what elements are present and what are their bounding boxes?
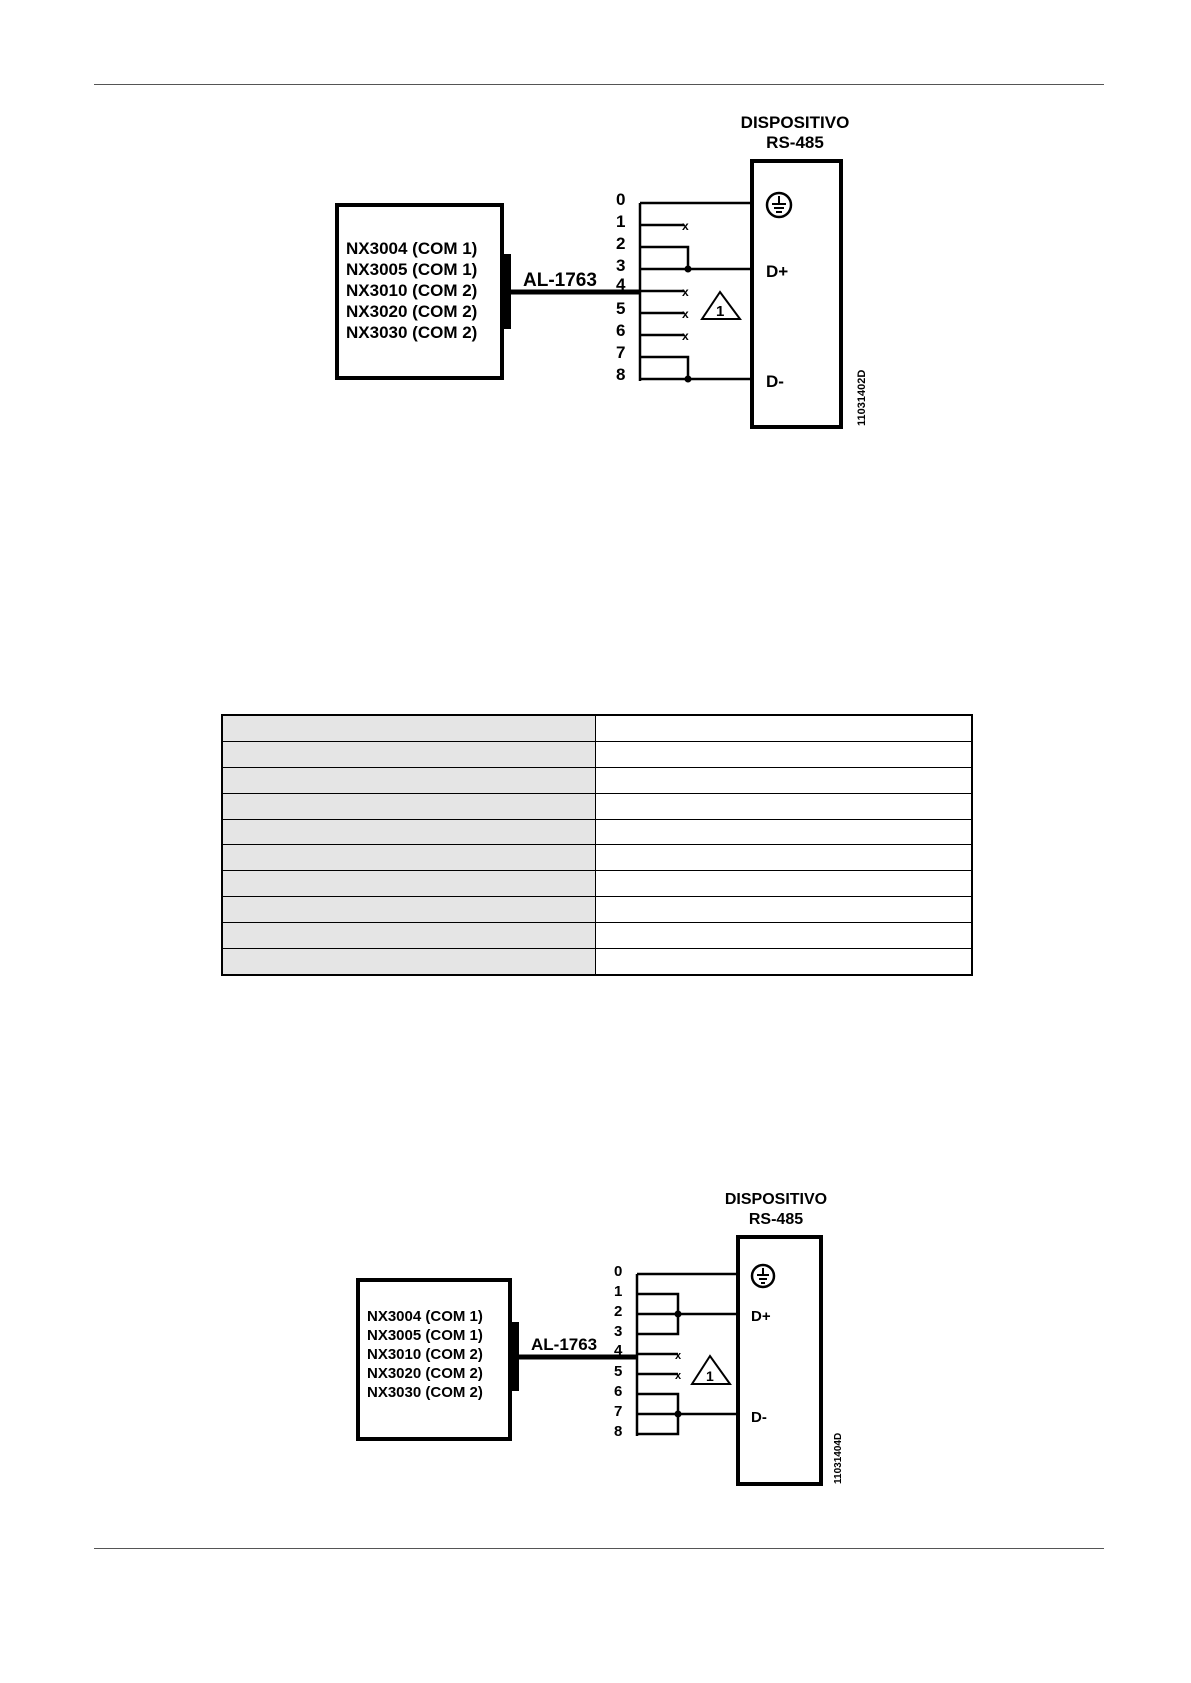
- pin-number: 1: [614, 1283, 622, 1300]
- pin-number: 2: [616, 234, 625, 253]
- pin-number: 6: [614, 1383, 622, 1400]
- table-row: [221, 740, 973, 768]
- pin-number: 8: [614, 1423, 622, 1440]
- table-cell: [595, 896, 973, 924]
- table-cell: [221, 818, 596, 846]
- ground-icon: [765, 191, 793, 219]
- table-row: [221, 792, 973, 820]
- note-number: 1: [706, 1368, 714, 1384]
- pin-number: 7: [614, 1403, 622, 1420]
- junction-dot: [674, 1410, 682, 1418]
- pin-number: 1: [616, 212, 625, 231]
- pin-number: 3: [614, 1323, 622, 1340]
- pin-number: 4: [616, 275, 626, 294]
- table-row: [221, 766, 973, 794]
- table-cell: [595, 844, 973, 872]
- note-triangle-icon: [700, 290, 742, 320]
- device-title-line1: DISPOSITIVO: [725, 1191, 827, 1208]
- controller-label: NX3004 (COM 1): [367, 1308, 483, 1325]
- junction-dot: [684, 375, 692, 383]
- nc-mark: x: [675, 1370, 682, 1382]
- pin-number: 0: [616, 190, 625, 209]
- table-row: [221, 922, 973, 950]
- table-row: [221, 948, 973, 976]
- controller-label: NX3005 (COM 1): [346, 260, 477, 279]
- nc-mark: x: [682, 219, 689, 233]
- header-rule: [94, 84, 1104, 85]
- device-title-line2: RS-485: [766, 133, 824, 152]
- junction-dot: [684, 265, 692, 273]
- pin-number: 4: [614, 1342, 623, 1359]
- table-cell: [221, 870, 596, 898]
- controller-label: NX3004 (COM 1): [346, 239, 477, 258]
- controller-label: NX3005 (COM 1): [367, 1327, 483, 1344]
- connector-block: [501, 254, 511, 329]
- controller-box: [335, 203, 504, 380]
- d-plus-label: D+: [766, 262, 788, 281]
- table-cell: [595, 948, 973, 976]
- controller-label: NX3030 (COM 2): [367, 1384, 483, 1401]
- nc-mark: x: [682, 285, 689, 299]
- ground-icon: [750, 1263, 776, 1289]
- d-minus-label: D-: [766, 372, 784, 391]
- table-cell: [221, 792, 596, 820]
- d-minus-label: D-: [751, 1409, 767, 1426]
- table-cell: [595, 740, 973, 768]
- device-title-line1: DISPOSITIVO: [741, 113, 850, 132]
- controller-label: NX3030 (COM 2): [346, 323, 477, 342]
- data-table: [221, 714, 973, 976]
- pin-number: 5: [614, 1363, 622, 1380]
- table-cell: [221, 896, 596, 924]
- cable-label: AL-1763: [531, 1335, 597, 1354]
- controller-label: NX3010 (COM 2): [367, 1346, 483, 1363]
- drawing-code: 11031402D: [856, 370, 868, 426]
- table-cell: [595, 792, 973, 820]
- pin-number: 6: [616, 321, 625, 340]
- table-cell: [221, 714, 596, 742]
- cable-label: AL-1763: [523, 270, 597, 291]
- table-row: [221, 870, 973, 898]
- note-number: 1: [716, 303, 724, 320]
- pin-number: 2: [614, 1303, 622, 1320]
- table-cell: [221, 766, 596, 794]
- nc-mark: x: [682, 329, 689, 343]
- controller-label: NX3020 (COM 2): [367, 1365, 483, 1382]
- nc-mark: x: [682, 307, 689, 321]
- table-cell: [595, 870, 973, 898]
- pin-number: 0: [614, 1263, 622, 1280]
- table-row: [221, 844, 973, 872]
- table-row: [221, 818, 973, 846]
- controller-label: NX3010 (COM 2): [346, 281, 477, 300]
- wire-pin2-3: [640, 245, 690, 269]
- note-triangle-icon: [690, 1354, 732, 1385]
- junction-dot: [674, 1310, 682, 1318]
- pin-number: 8: [616, 365, 625, 384]
- table-cell: [595, 714, 973, 742]
- footer-rule: [94, 1548, 1104, 1549]
- pin-number: 7: [616, 343, 625, 362]
- table-cell: [221, 948, 596, 976]
- table-cell: [221, 740, 596, 768]
- wire-pin7-8: [640, 355, 690, 379]
- nc-mark: x: [675, 1350, 682, 1362]
- controller-label: NX3020 (COM 2): [346, 302, 477, 321]
- wiring-diagram-1: DISPOSITIVO RS-485 NX3004 (COM 1) NX3005…: [335, 113, 868, 429]
- table-row: [221, 714, 973, 742]
- d-plus-label: D+: [751, 1308, 771, 1325]
- pin-number: 5: [616, 299, 625, 318]
- table-cell: [595, 818, 973, 846]
- table-row: [221, 896, 973, 924]
- wiring-diagram-2: DISPOSITIVO RS-485 NX3004 (COM 1) NX3005…: [356, 1191, 844, 1486]
- device-title-line2: RS-485: [749, 1211, 803, 1228]
- table-cell: [221, 844, 596, 872]
- connector-block: [509, 1322, 519, 1391]
- device-box: [736, 1235, 823, 1486]
- controller-box: [356, 1278, 512, 1441]
- table-cell: [221, 922, 596, 950]
- table-cell: [595, 766, 973, 794]
- table-cell: [595, 922, 973, 950]
- drawing-code: 11031404D: [833, 1433, 844, 1484]
- pin-number: 3: [616, 256, 625, 275]
